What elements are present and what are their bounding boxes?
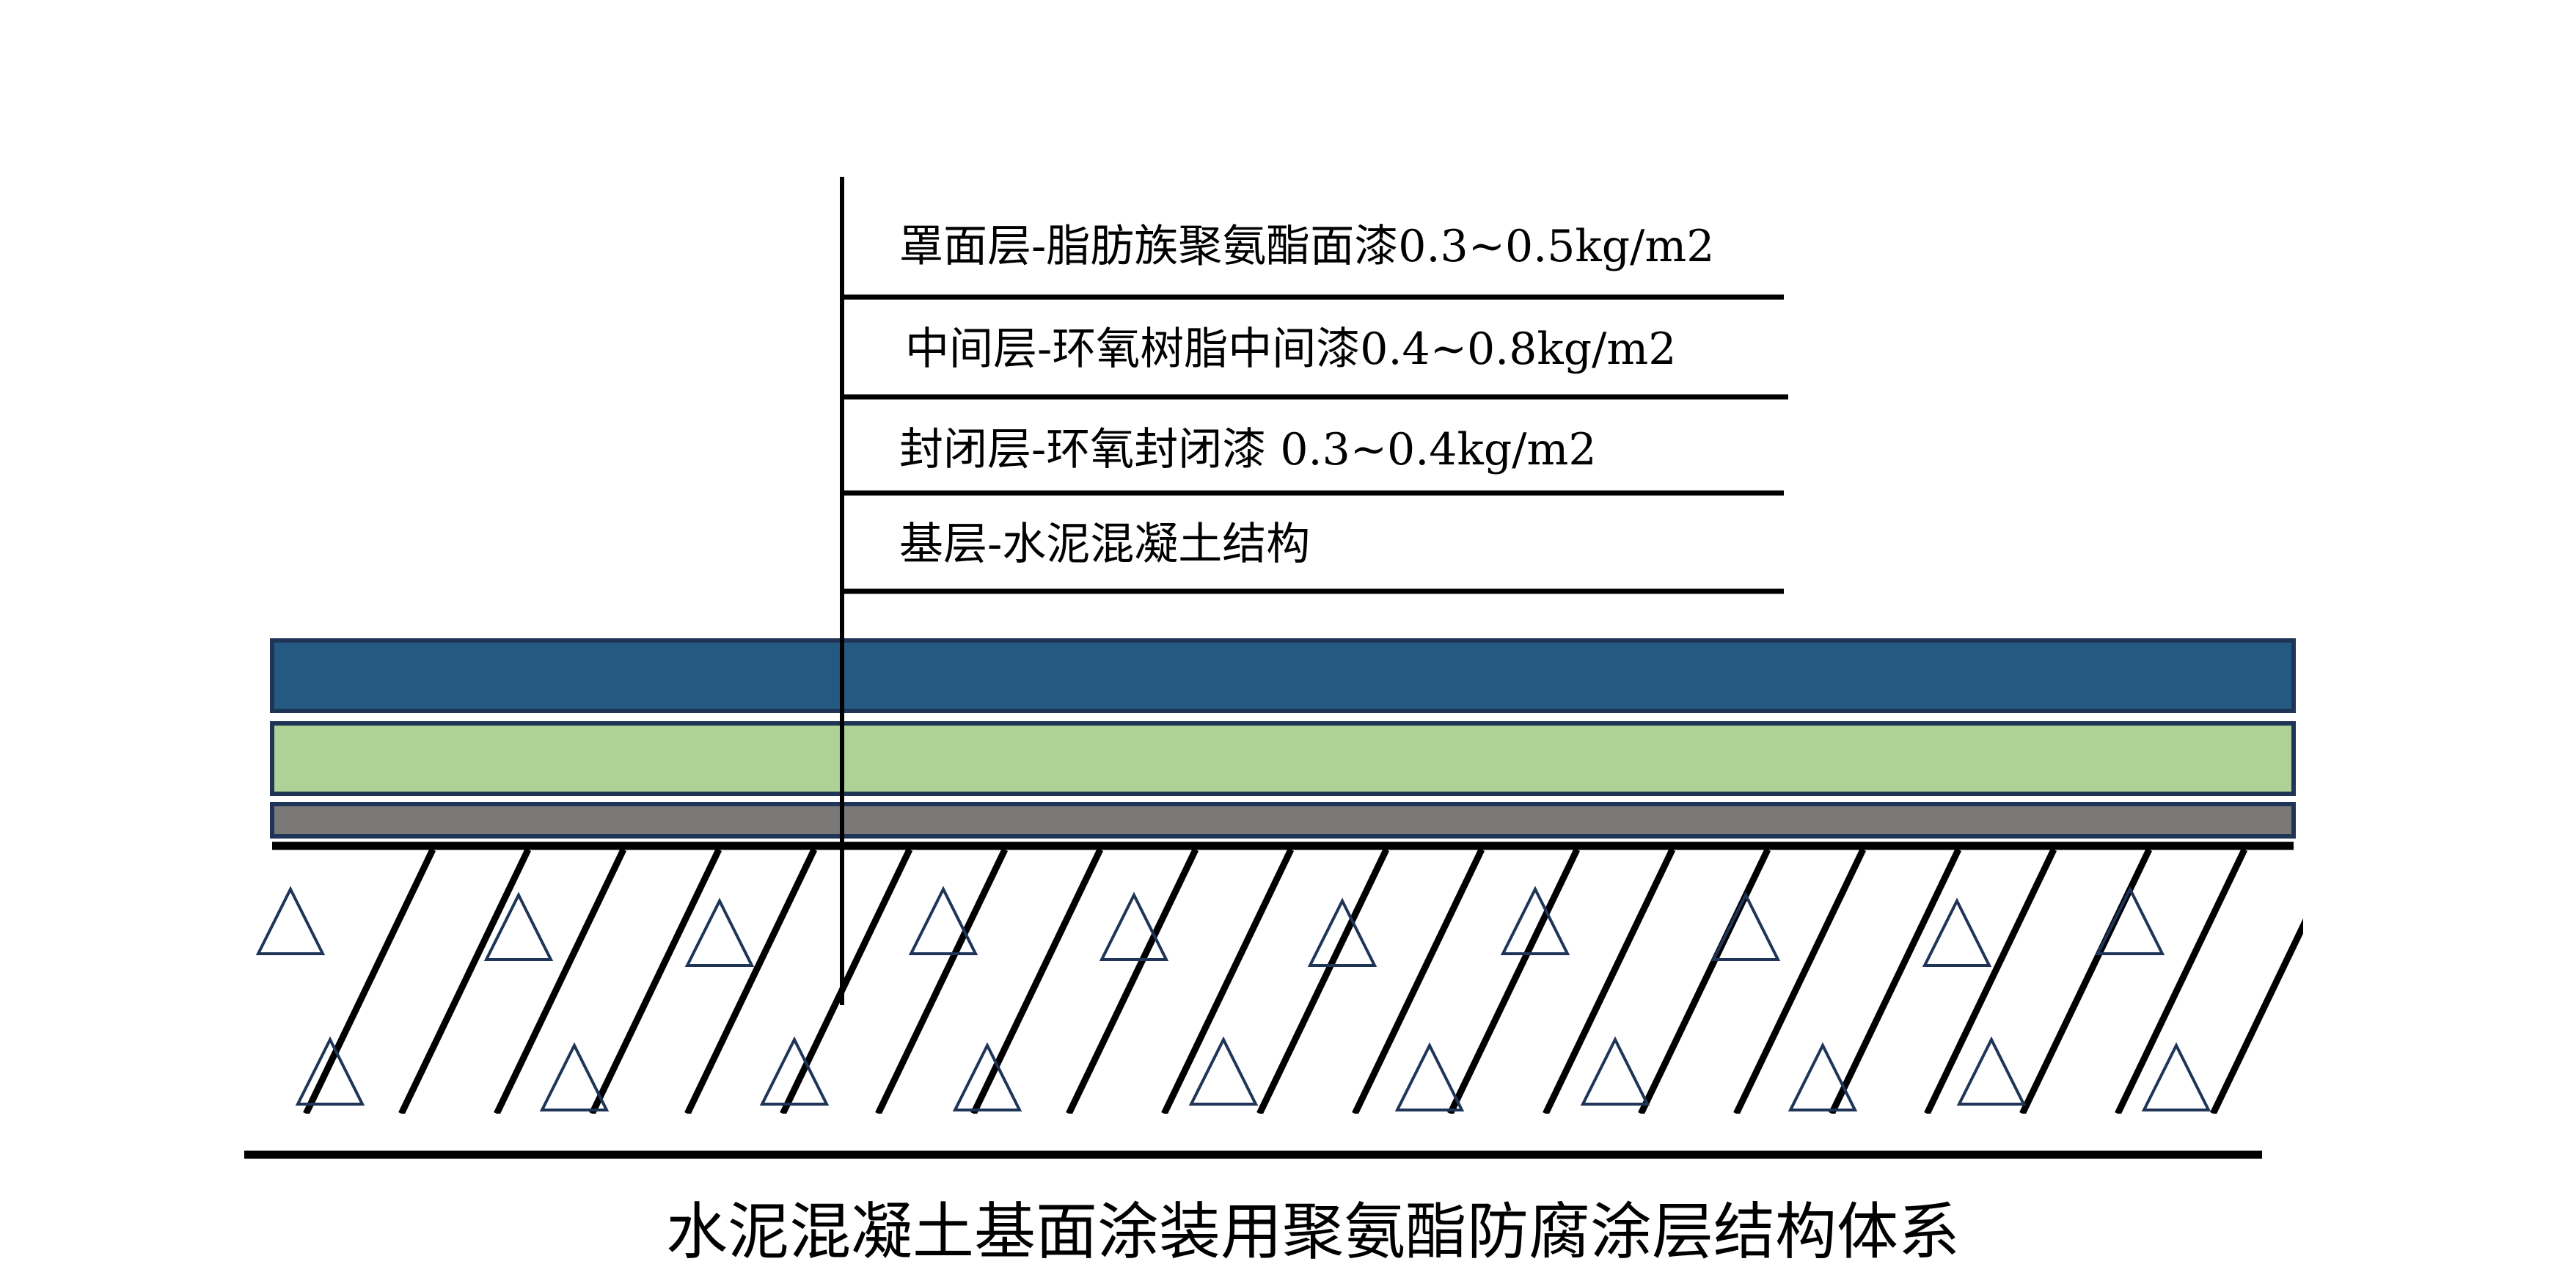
hatch-line [1924,850,2057,1114]
hatch-line [1829,850,1962,1114]
aggregate-triangle [1099,891,1169,961]
hatch-line [970,850,1104,1114]
hatch-line [1066,850,1199,1114]
aggregate-triangle [1580,1036,1650,1106]
hatch-line [398,850,532,1114]
diagram-title: 水泥混凝土基面涂装用聚氨酯防腐涂层结构体系 [666,1196,1960,1268]
label-topcoat: 罩面层-脂肪族聚氨酯面漆0.3~0.5kg/m2 [899,221,1714,272]
aggregate-triangle [1394,1042,1465,1111]
aggregate-triangle [1956,1036,2027,1106]
hatch-line [1352,850,1485,1114]
hatch-line [875,850,1009,1114]
label-intermediate: 中间层-环氧树脂中间漆0.4~0.8kg/m2 [905,324,1676,375]
aggregate-triangle [1788,1042,1858,1111]
label-substrate: 基层-水泥混凝土结构 [899,519,1310,570]
intermediate-layer-bar [270,721,2296,796]
hatch-line [2210,918,2303,1114]
hatch-line [1543,850,1676,1114]
aggregate-triangle [1500,886,1570,955]
concrete-aggregate [255,886,2211,1111]
sealer-layer-bar [270,802,2296,839]
aggregate-triangle [539,1042,610,1111]
hatch-line [1161,850,1295,1114]
hatch-line [1256,850,1390,1114]
hatch-line [2115,850,2248,1114]
aggregate-triangle [1188,1036,1259,1106]
aggregate-triangle [1307,897,1377,967]
aggregate-triangle [908,886,978,955]
aggregate-triangle [483,891,554,961]
hatch-line [1638,850,1771,1114]
label-sealer: 封闭层-环氧封闭漆 0.3~0.4kg/m2 [899,424,1597,475]
aggregate-triangle [2095,886,2165,955]
aggregate-triangle [1710,891,1781,961]
aggregate-triangle [684,897,755,967]
hatch-line [494,850,627,1114]
aggregate-triangle [1922,897,1992,967]
aggregate-triangle [952,1042,1022,1111]
aggregate-triangle [255,886,326,955]
hatch-line [780,850,913,1114]
hatch-line [1733,850,1867,1114]
topcoat-layer-bar [270,638,2296,713]
aggregate-triangle [759,1036,830,1106]
hatch-line [684,850,818,1114]
concrete-hatching [303,850,2303,1114]
hatch-line [1447,850,1581,1114]
hatch-line [589,850,722,1114]
aggregate-triangle [295,1036,365,1106]
hatch-line [303,850,436,1114]
aggregate-triangle [2141,1042,2211,1111]
